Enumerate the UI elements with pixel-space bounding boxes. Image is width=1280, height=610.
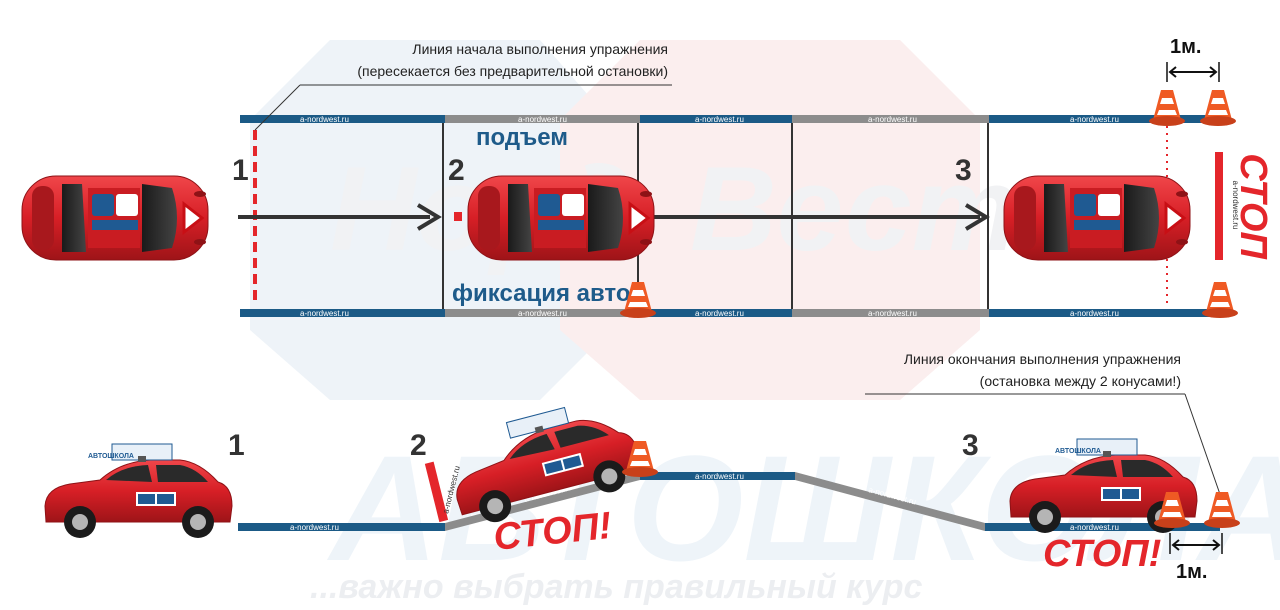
start-note-line1: Линия начала выполнения упражнения bbox=[412, 41, 668, 57]
strip-label: a-nordwest.ru bbox=[518, 309, 567, 318]
side-position-number-2: 2 bbox=[410, 429, 427, 462]
distance-marker-top: 1м. bbox=[1166, 36, 1220, 82]
bottom-boundary: a-nordwest.ru a-nordwest.ru a-nordwest.r… bbox=[240, 309, 1221, 318]
cone-icon bbox=[1200, 90, 1236, 126]
car-top-position-2 bbox=[466, 174, 656, 262]
cone-icon bbox=[1202, 282, 1238, 318]
label-ascent: подъем bbox=[476, 124, 568, 151]
cone-icon bbox=[1149, 90, 1185, 126]
strip-label: a-nordwest.ru bbox=[695, 309, 744, 318]
distance-label-top: 1м. bbox=[1170, 36, 1201, 58]
top-boundary: a-nordwest.ru a-nordwest.ru a-nordwest.r… bbox=[240, 115, 1214, 124]
strip-label: a-nordwest.ru bbox=[868, 309, 917, 318]
side-position-number-3: 3 bbox=[962, 429, 979, 462]
position-number-1: 1 bbox=[232, 154, 249, 187]
roof-sign-label: АВТОШКОЛА bbox=[88, 453, 134, 460]
roof-sign-label: АВТОШКОЛА bbox=[1055, 448, 1101, 455]
start-note-pointer bbox=[254, 84, 301, 131]
car-top-position-1 bbox=[20, 174, 210, 262]
direction-arrow bbox=[642, 203, 990, 231]
end-note-line1: Линия окончания выполнения упражнения bbox=[904, 351, 1181, 367]
label-fixation: фиксация авто bbox=[452, 280, 631, 307]
side-position-number-1: 1 bbox=[228, 429, 245, 462]
direction-arrow bbox=[238, 203, 442, 231]
strip-label: a-nordwest.ru bbox=[290, 523, 339, 532]
stop-mark bbox=[454, 212, 462, 221]
strip-label: a-nordwest.ru bbox=[1070, 115, 1119, 124]
strip-label: a-nordwest.ru bbox=[518, 115, 567, 124]
car-side-position-1 bbox=[44, 443, 233, 539]
watermark-tagline: ...важно выбрать правильный курс bbox=[310, 568, 922, 605]
strip-label: a-nordwest.ru bbox=[1231, 181, 1240, 230]
position-number-3: 3 bbox=[955, 154, 972, 187]
strip-label: a-nordwest.ru bbox=[300, 309, 349, 318]
distance-label-side: 1м. bbox=[1176, 561, 1207, 583]
watermark: Норд Вест АВТОШКОЛА ...важно выбрать пра… bbox=[250, 40, 1280, 606]
strip-label: a-nordwest.ru bbox=[695, 115, 744, 124]
strip-label: a-nordwest.ru bbox=[868, 115, 917, 124]
top-view: a-nordwest.ru a-nordwest.ru a-nordwest.r… bbox=[20, 36, 1274, 501]
watermark-brand-right: Вест bbox=[690, 142, 1018, 276]
distance-marker-side: 1м. bbox=[1169, 533, 1223, 583]
car-top-position-3 bbox=[1002, 174, 1192, 262]
strip-label: a-nordwest.ru bbox=[300, 115, 349, 124]
stop-label-vertical: СТОП bbox=[1232, 153, 1274, 259]
end-note-pointer bbox=[1184, 393, 1223, 501]
strip-label: a-nordwest.ru bbox=[1070, 309, 1119, 318]
position-number-2: 2 bbox=[448, 154, 465, 187]
strip-label: a-nordwest.ru bbox=[1070, 523, 1119, 532]
start-note-line2: (пересекается без предварительной остано… bbox=[357, 63, 668, 79]
end-note-line2: (остановка между 2 конусами!) bbox=[980, 373, 1181, 389]
stop-label-finish: СТОП! bbox=[1043, 533, 1161, 575]
strip-label: a-nordwest.ru bbox=[695, 472, 744, 481]
stop-sign-vertical: a-nordwest.ru СТОП bbox=[1215, 152, 1274, 260]
